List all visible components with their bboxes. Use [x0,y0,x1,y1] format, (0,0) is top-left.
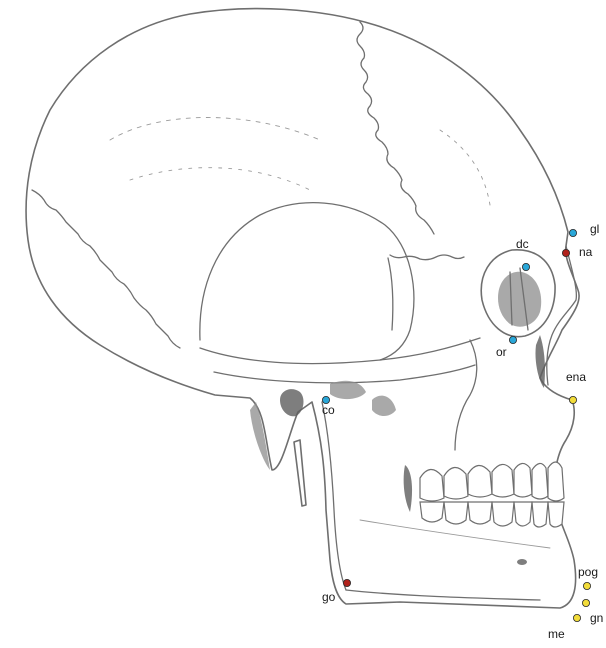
landmark-label-dc: dc [516,237,529,251]
landmark-label-gn: gn [590,611,603,625]
landmark-gl: gl [569,222,599,237]
landmark-point-or [509,336,516,343]
landmark-label-ena: ena [566,370,586,384]
mental-foramen [517,559,527,565]
landmark-point-me [573,614,580,621]
landmark-point-gn [582,599,589,606]
skull-drawing [26,9,579,608]
landmark-pog: pog [578,565,598,590]
landmark-point-pog [583,582,590,589]
landmark-label-go: go [322,590,336,604]
landmark-point-go [343,579,350,586]
landmark-label-na: na [579,245,593,259]
landmark-label-pog: pog [578,565,598,579]
landmark-point-na [562,249,569,256]
landmark-label-gl: gl [590,222,599,236]
styloid-process [294,440,306,506]
landmark-point-dc [522,263,529,270]
landmark-label-co: co [322,403,335,417]
landmark-gn: gn [582,599,603,625]
landmark-label-me: me [548,627,565,641]
landmark-point-gl [569,229,576,236]
landmark-point-ena [569,396,576,403]
landmark-me: me [548,614,581,641]
landmark-label-or: or [496,345,507,359]
